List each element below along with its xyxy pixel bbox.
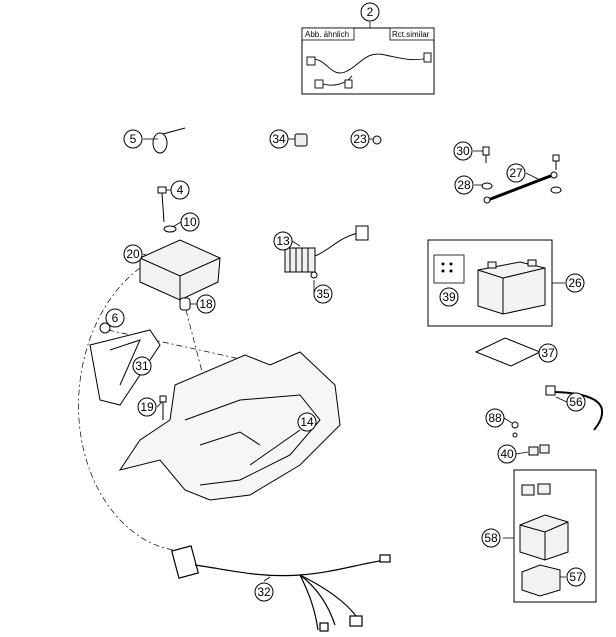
callout-30: 30 bbox=[453, 141, 473, 161]
svg-text:27: 27 bbox=[509, 166, 523, 180]
svg-text:40: 40 bbox=[500, 447, 514, 461]
svg-text:2: 2 bbox=[367, 5, 374, 19]
relay-screw bbox=[511, 421, 519, 438]
fuses bbox=[521, 444, 551, 496]
voltage-regulator bbox=[284, 225, 369, 279]
electric-tray bbox=[118, 351, 341, 501]
callout-2: 2 bbox=[360, 2, 380, 22]
clip-screw bbox=[372, 135, 382, 145]
svg-text:28: 28 bbox=[457, 178, 471, 192]
callout-39: 39 bbox=[439, 287, 459, 307]
holder-screw bbox=[159, 395, 167, 420]
callout-6: 6 bbox=[105, 308, 125, 328]
callout-56: 56 bbox=[566, 392, 586, 412]
callout-20: 20 bbox=[123, 244, 143, 264]
svg-text:35: 35 bbox=[316, 287, 330, 301]
svg-text:34: 34 bbox=[272, 132, 286, 146]
svg-text:13: 13 bbox=[276, 234, 290, 248]
note-similar-en: Rct.similar bbox=[392, 30, 430, 39]
svg-text:5: 5 bbox=[130, 132, 137, 146]
callout-18: 18 bbox=[196, 294, 216, 314]
relay-cover bbox=[521, 564, 561, 597]
control-unit bbox=[139, 239, 221, 301]
rubber-bushing bbox=[179, 297, 191, 311]
callout-40: 40 bbox=[497, 444, 517, 464]
callout-31: 31 bbox=[132, 356, 152, 376]
svg-text:6: 6 bbox=[112, 311, 119, 325]
svg-text:18: 18 bbox=[199, 297, 213, 311]
note-similar-de: Abb. ähnlich bbox=[305, 30, 349, 39]
callout-4: 4 bbox=[170, 180, 190, 200]
callout-32: 32 bbox=[254, 582, 274, 602]
starter-cable bbox=[545, 385, 604, 431]
starter-relay bbox=[519, 514, 569, 561]
callout-58: 58 bbox=[481, 528, 501, 548]
svg-text:19: 19 bbox=[140, 400, 154, 414]
svg-text:26: 26 bbox=[568, 276, 582, 290]
adhesive-sheet bbox=[474, 337, 542, 367]
svg-text:14: 14 bbox=[300, 415, 314, 429]
callout-markers: 2 5 34 23 30 27 28 4 10 20 18 13 35 26 3… bbox=[105, 2, 586, 602]
callout-28: 28 bbox=[454, 175, 474, 195]
callout-37: 37 bbox=[538, 343, 558, 363]
starter-relay-box bbox=[513, 469, 597, 603]
wiring-harness-sub bbox=[306, 52, 432, 89]
svg-text:10: 10 bbox=[183, 215, 197, 229]
callout-5: 5 bbox=[123, 129, 143, 149]
callout-19: 19 bbox=[137, 397, 157, 417]
svg-text:58: 58 bbox=[484, 531, 498, 545]
svg-text:88: 88 bbox=[488, 411, 502, 425]
svg-text:20: 20 bbox=[126, 247, 140, 261]
svg-text:57: 57 bbox=[569, 570, 583, 584]
svg-text:30: 30 bbox=[456, 144, 470, 158]
callout-23: 23 bbox=[350, 129, 370, 149]
battery-pole-symbol bbox=[441, 262, 453, 273]
svg-text:56: 56 bbox=[569, 395, 583, 409]
main-harness bbox=[170, 545, 391, 632]
callout-34: 34 bbox=[269, 129, 289, 149]
svg-text:4: 4 bbox=[177, 183, 184, 197]
cable-clip bbox=[294, 133, 308, 147]
svg-text:37: 37 bbox=[541, 346, 555, 360]
svg-text:32: 32 bbox=[257, 585, 271, 599]
battery bbox=[477, 259, 546, 315]
callout-26: 26 bbox=[565, 273, 585, 293]
callout-13: 13 bbox=[273, 231, 293, 251]
ground-cable-parts bbox=[481, 146, 562, 204]
wiring-harness-variant-box: Abb. ähnlich Rct.similar bbox=[301, 27, 435, 95]
callout-10: 10 bbox=[180, 212, 200, 232]
callout-35: 35 bbox=[313, 284, 333, 304]
callout-27: 27 bbox=[506, 163, 526, 183]
svg-text:39: 39 bbox=[442, 290, 456, 304]
svg-text:31: 31 bbox=[135, 359, 149, 373]
svg-text:23: 23 bbox=[353, 132, 367, 146]
cable-tie bbox=[152, 127, 186, 154]
battery-label-box bbox=[433, 254, 465, 284]
callout-57: 57 bbox=[566, 567, 586, 587]
callout-14: 14 bbox=[297, 412, 317, 432]
cdi-screw-washer bbox=[157, 186, 177, 233]
callout-88: 88 bbox=[485, 408, 505, 428]
